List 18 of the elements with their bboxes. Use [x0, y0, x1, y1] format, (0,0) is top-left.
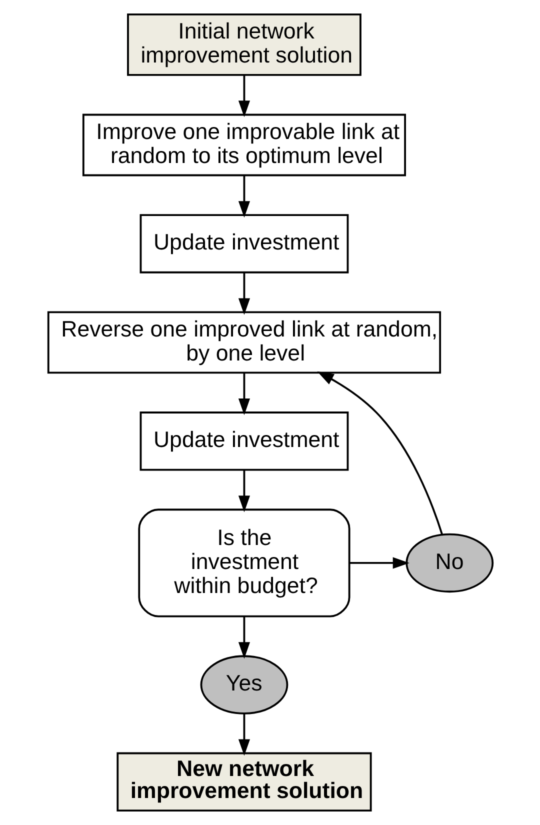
- node-box: Initial network improvement solution: [126, 13, 361, 76]
- node-ellipse: Yes: [200, 655, 288, 714]
- node-box: Is the investment within budget?: [138, 508, 350, 618]
- node-box: Update investment: [139, 214, 348, 274]
- arrow: [238, 175, 250, 218]
- node-box: New network improvement solution: [116, 752, 372, 812]
- arrow: [238, 75, 250, 118]
- node-ellipse: No: [405, 533, 494, 593]
- arrow: [238, 372, 250, 416]
- node-box: Reverse one improved link at random, by one level: [46, 311, 441, 374]
- arrow: [238, 616, 250, 659]
- arrow: [238, 714, 250, 756]
- node-box: Update investment: [139, 412, 348, 471]
- node-box: Improve one improvable link at random to its optimum level: [82, 114, 406, 176]
- arrow: [238, 272, 250, 315]
- arrow: [316, 371, 443, 535]
- arrow: [238, 470, 250, 512]
- arrow: [348, 557, 409, 569]
